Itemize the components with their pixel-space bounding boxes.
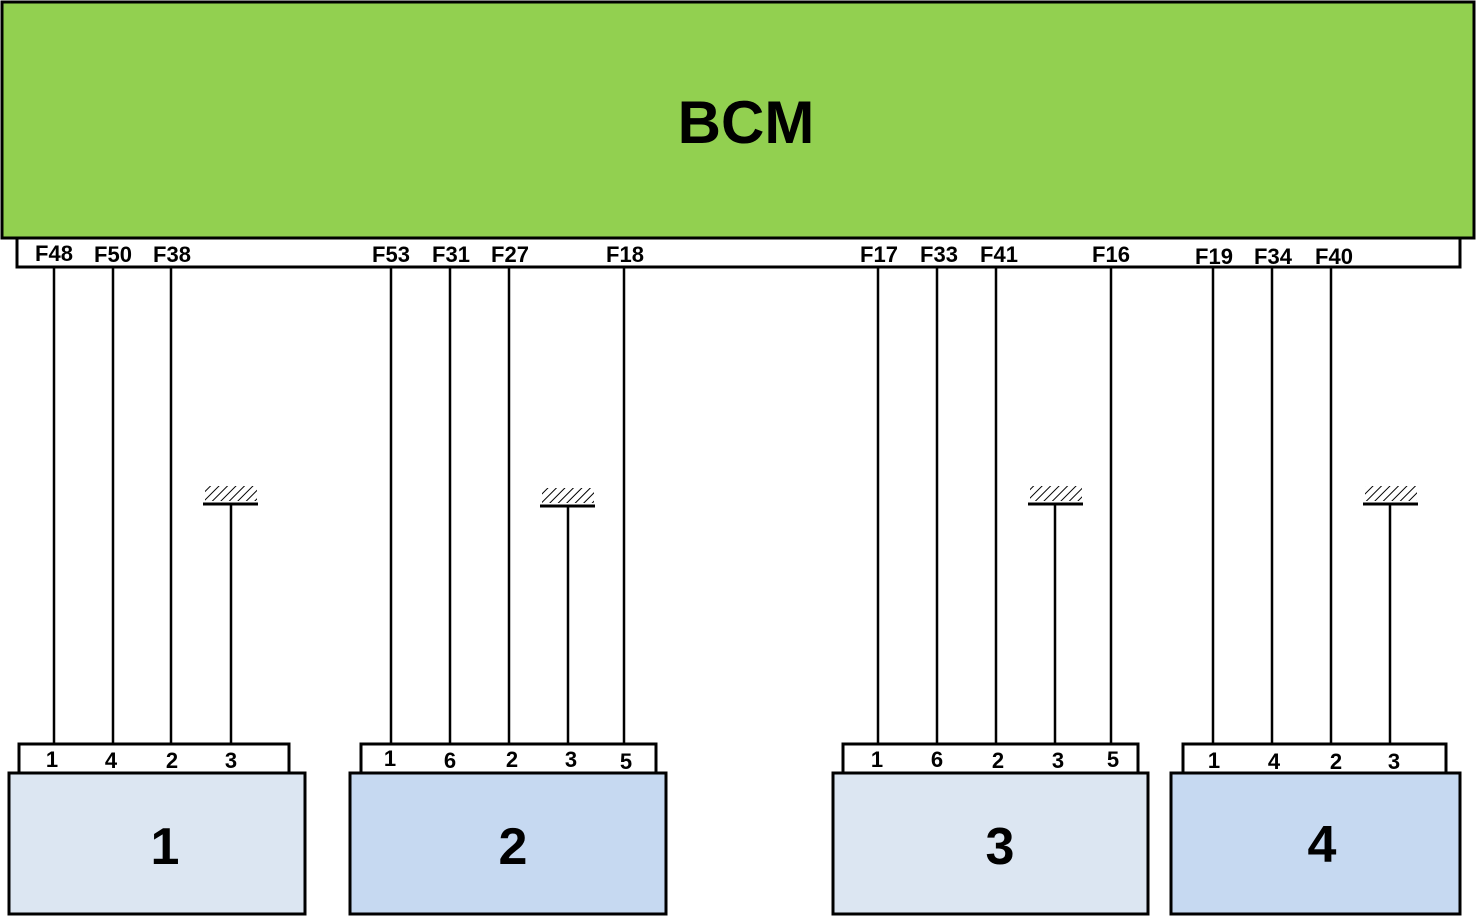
bcm-pin-label: F19 xyxy=(1195,244,1233,269)
connector-pin-label: 1 xyxy=(46,747,58,772)
connector-pin-label: 6 xyxy=(444,748,456,773)
ground-hatch-icon xyxy=(203,486,258,506)
bcm-pin-label: F38 xyxy=(153,242,191,267)
bcm-pin-label: F50 xyxy=(94,242,132,267)
bcm-pin-label: F48 xyxy=(35,241,73,266)
connector-pin-label: 4 xyxy=(1268,749,1281,774)
connector-pin-label: 3 xyxy=(565,747,577,772)
bcm-block xyxy=(0,0,1476,240)
bcm-pin-label: F41 xyxy=(980,242,1018,267)
module-1-connector xyxy=(17,742,291,775)
connector-pin-label: 3 xyxy=(225,748,237,773)
bcm-pin-label: F33 xyxy=(920,242,958,267)
module-3-label: 3 xyxy=(986,818,1015,876)
bcm-pin-label: F17 xyxy=(860,242,898,267)
module-4-connector xyxy=(1181,742,1448,775)
connector-pin-label: 2 xyxy=(506,747,518,772)
bcm-label: BCM xyxy=(678,89,815,156)
bcm-pin-label: F53 xyxy=(372,242,410,267)
module-1-label: 1 xyxy=(151,818,180,876)
module-4-label: 4 xyxy=(1308,816,1337,874)
module-1-block xyxy=(7,771,307,916)
module-4-block xyxy=(1169,771,1462,916)
connector-pin-label: 1 xyxy=(1208,748,1220,773)
connector-pin-label: 3 xyxy=(1052,748,1064,773)
connector-pin-label: 5 xyxy=(1107,747,1119,772)
connector-pin-label: 5 xyxy=(620,749,632,774)
module-3-block xyxy=(831,771,1150,916)
bcm-pin-label: F16 xyxy=(1092,242,1130,267)
bcm-pin-label: F31 xyxy=(432,242,470,267)
module-3-connector xyxy=(841,742,1140,775)
bcm-pin-label: F40 xyxy=(1315,244,1353,269)
bcm-connector-strip xyxy=(15,236,1462,269)
connector-pin-label: 4 xyxy=(105,748,118,773)
connector-pin-label: 3 xyxy=(1388,749,1400,774)
connector-pin-label: 1 xyxy=(871,747,883,772)
module-2-block xyxy=(348,771,668,916)
bcm-pin-label: F18 xyxy=(606,242,644,267)
connector-pin-label: 2 xyxy=(992,748,1004,773)
module-2-label: 2 xyxy=(499,818,528,876)
ground-hatch-icon xyxy=(540,488,595,508)
ground-hatch-icon xyxy=(1363,486,1418,506)
connector-pin-label: 2 xyxy=(166,748,178,773)
bcm-pin-label: F27 xyxy=(491,242,529,267)
connector-pin-label: 1 xyxy=(384,746,396,771)
connector-pin-label: 6 xyxy=(931,747,943,772)
connector-pin-label: 2 xyxy=(1330,749,1342,774)
ground-hatch-icon xyxy=(1028,486,1083,506)
bcm-pin-label: F34 xyxy=(1254,244,1293,269)
